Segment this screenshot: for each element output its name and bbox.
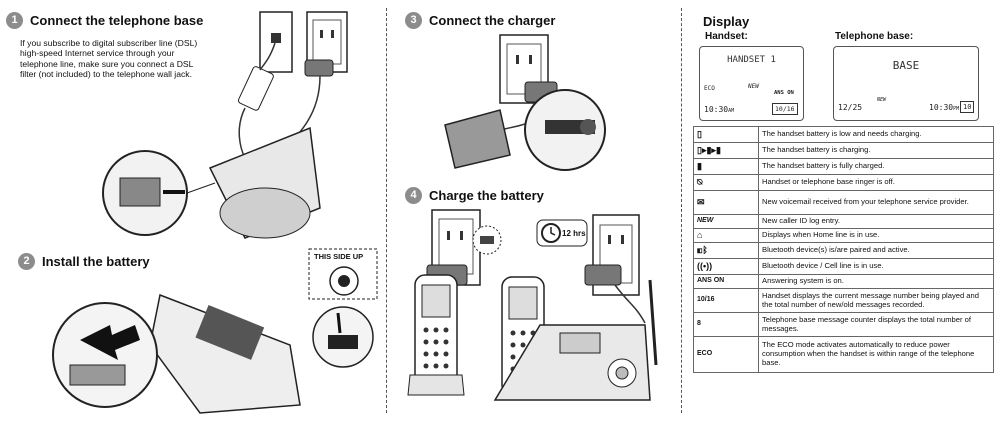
handset-label: Handset: [705, 31, 748, 42]
charger-connection-illustration [444, 34, 606, 171]
legend-description: The handset battery is fully charged. [758, 158, 994, 175]
legend-row: ▯▸▮▸▮The handset battery is charging. [693, 142, 994, 159]
base-screen-counter: 10 [960, 101, 975, 113]
handset-screen-name: HANDSET 1 [727, 55, 776, 65]
battery-charging-icon: ▯▸▮▸▮ [693, 142, 759, 159]
step-4-heading: 4 Charge the battery [405, 187, 544, 204]
step-2-heading: 2 Install the battery [18, 253, 150, 270]
legend-description: The ECO mode activates automatically to … [758, 336, 994, 373]
base-screen-new: NEW [877, 97, 887, 103]
base-screen-name: BASE [892, 59, 920, 72]
legend-description: Telephone base message counter displays … [758, 312, 994, 337]
charge-time-label: 12 hrs [562, 229, 586, 238]
ans-on-text: ANS ON [693, 274, 759, 289]
legend-row: ✉New voicemail received from your teleph… [693, 190, 994, 215]
home-icon: ⌂ [693, 228, 759, 243]
step-2-number: 2 [18, 253, 35, 270]
charging-illustration [407, 209, 658, 401]
column-divider-1 [386, 8, 387, 413]
step-2-title: Install the battery [42, 254, 150, 269]
cell-line-icon: ((•)) [693, 258, 759, 275]
base-screen: BASE 12/25 NEW 10:30PM 10 [833, 46, 979, 121]
dsl-filter-note: If you subscribe to digital subscriber l… [20, 38, 198, 79]
legend-description: The handset battery is charging. [758, 142, 994, 159]
battery-side-up-label: THIS SIDE UP [314, 252, 364, 261]
legend-row: ⌂Displays when Home line is in use. [693, 228, 994, 243]
step-3-title: Connect the charger [429, 13, 556, 28]
legend-row: ▯The handset battery is low and needs ch… [693, 126, 994, 143]
ringer-off-icon: ⍉ [693, 174, 759, 191]
step-1-heading: 1 Connect the telephone base [6, 12, 203, 29]
step-4-number: 4 [405, 187, 422, 204]
step-1-title: Connect the telephone base [30, 13, 204, 28]
legend-description: Bluetooth device / Cell line is in use. [758, 258, 994, 275]
display-title: Display [703, 14, 750, 29]
legend-description: The handset battery is low and needs cha… [758, 126, 994, 143]
legend-description: Handset displays the current message num… [758, 288, 994, 313]
handset-screen-ans-on: ANS ON [774, 90, 794, 96]
legend-row: ▮The handset battery is fully charged. [693, 158, 994, 175]
battery-label-illustration [308, 248, 378, 300]
step-3-heading: 3 Connect the charger [405, 12, 555, 29]
column-divider-2 [681, 8, 682, 413]
base-counter-icon: 8 [693, 312, 759, 337]
base-screen-time: 10:30PM [929, 103, 960, 112]
telephone-base-connection-illustration [102, 11, 348, 239]
handset-screen-new: NEW [748, 83, 759, 90]
legend-description: Displays when Home line is in use. [758, 228, 994, 243]
battery-low-icon: ▯ [693, 126, 759, 143]
legend-row: ⍉Handset or telephone base ringer is off… [693, 174, 994, 191]
message-counter-icon: 10/16 [693, 288, 759, 313]
base-screen-date: 12/25 [838, 103, 863, 112]
new-text: NEW [693, 214, 759, 229]
legend-description: Answering system is on. [758, 274, 994, 289]
legend-description: Bluetooth device(s) is/are paired and ac… [758, 242, 994, 259]
step-1-number: 1 [6, 12, 23, 29]
step-4-title: Charge the battery [429, 188, 544, 203]
step-3-number: 3 [405, 12, 422, 29]
legend-row: ((•))Bluetooth device / Cell line is in … [693, 258, 994, 275]
handset-screen-eco: ECO [704, 85, 715, 92]
eco-text: ECO [693, 336, 759, 373]
battery-full-icon: ▮ [693, 158, 759, 175]
display-icon-legend: ▯The handset battery is low and needs ch… [693, 126, 994, 373]
bluetooth-icon: ◧ᛒ [693, 242, 759, 259]
battery-connector-illustration [312, 306, 374, 368]
legend-description: New caller ID log entry. [758, 214, 994, 229]
handset-screen-counter: 10/16 [772, 103, 798, 115]
base-label: Telephone base: [835, 31, 914, 42]
handset-screen: HANDSET 1 ECO NEW ANS ON 10:30AM 10/16 [699, 46, 804, 121]
legend-description: New voicemail received from your telepho… [758, 190, 994, 215]
voicemail-icon: ✉ [693, 190, 759, 215]
legend-description: Handset or telephone base ringer is off. [758, 174, 994, 191]
handset-screen-time: 10:30AM [704, 105, 735, 114]
battery-installation-illustration [52, 293, 301, 414]
